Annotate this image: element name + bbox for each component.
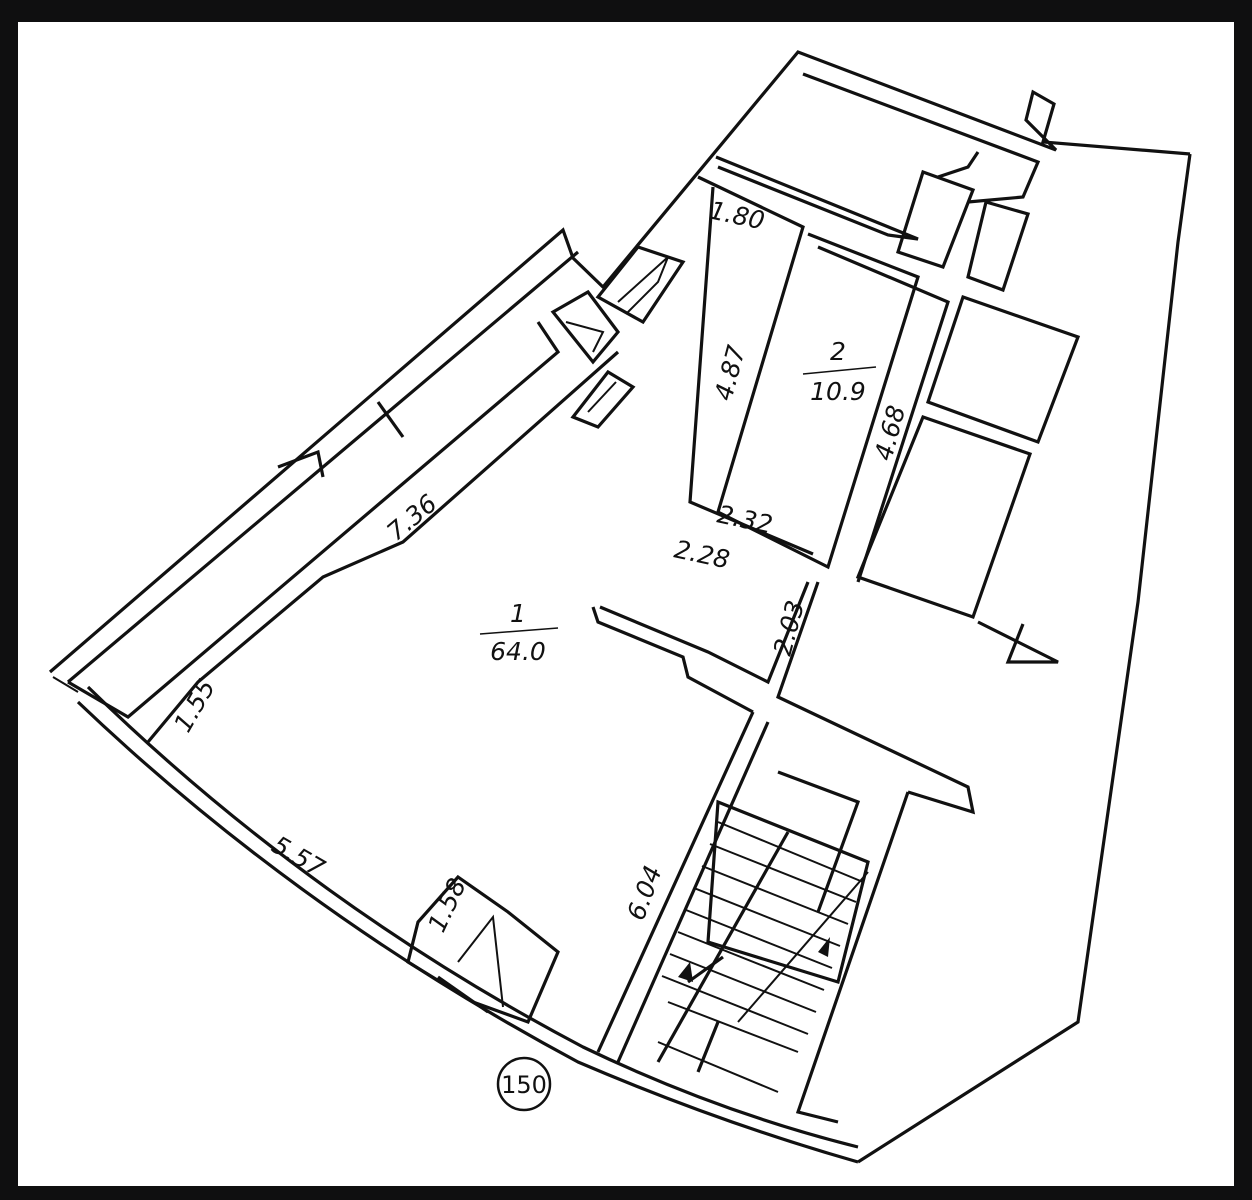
dim-5-57: 5.57 — [267, 830, 330, 883]
dim-4-87: 4.87 — [709, 342, 751, 403]
dim-7-36: 7.36 — [381, 489, 442, 547]
dim-1-80: 1.80 — [707, 196, 767, 236]
room-2-label: 2 10.9 — [802, 337, 877, 406]
plan-sheet: 1 64.0 2 10.9 1.80 4.87 4.68 7.36 2.32 2… — [18, 22, 1234, 1186]
floor-plan: 1 64.0 2 10.9 1.80 4.87 4.68 7.36 2.32 2… — [48, 50, 1192, 1164]
room-2-area: 10.9 — [810, 377, 866, 406]
level-marker-text: 150 — [501, 1071, 547, 1099]
shafts — [406, 245, 686, 1025]
room-1-label: 1 64.0 — [479, 599, 559, 666]
room-1-number: 1 — [510, 599, 526, 628]
dim-1-55: 1.55 — [168, 674, 221, 737]
room-1-area: 64.0 — [490, 637, 546, 666]
room-2-walls — [688, 175, 950, 583]
level-marker: 150 — [496, 1056, 552, 1112]
right-rooms — [715, 151, 1081, 664]
dim-1-58: 1.58 — [422, 874, 472, 937]
dim-2-03: 2.03 — [768, 597, 810, 658]
left-corridor — [52, 321, 620, 744]
room-2-number: 2 — [830, 337, 846, 366]
dim-2-28: 2.28 — [672, 535, 732, 575]
outer-walls — [48, 50, 1192, 1164]
stair-core — [656, 770, 910, 1124]
partitions — [591, 581, 976, 1063]
dim-2-32: 2.32 — [715, 500, 775, 540]
